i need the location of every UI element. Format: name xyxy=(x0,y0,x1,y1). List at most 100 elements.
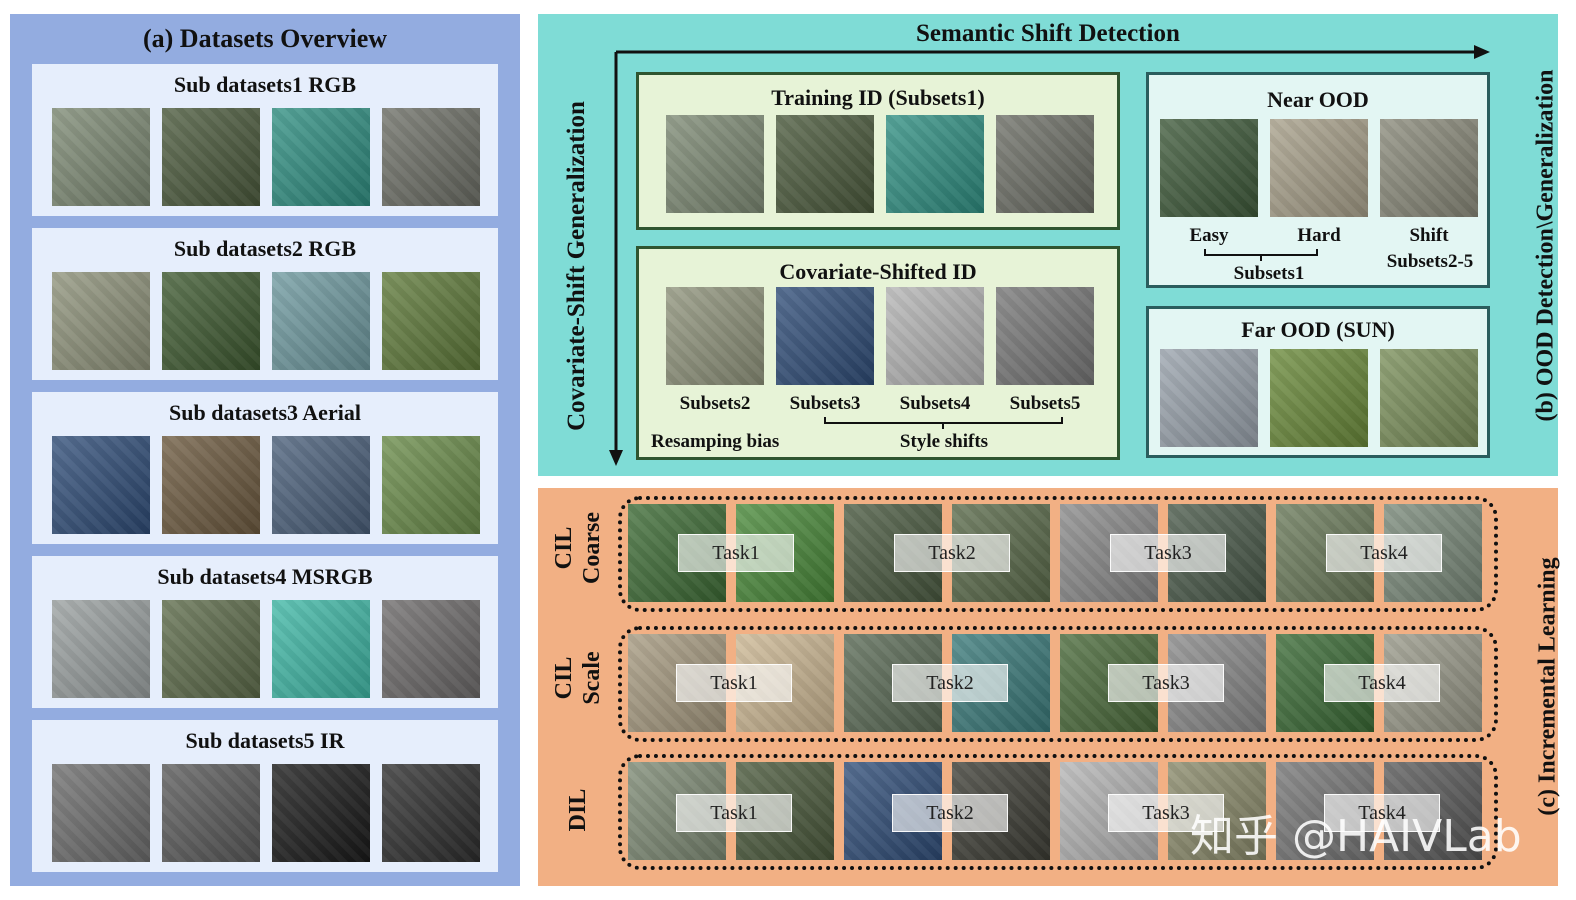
far-ood-box: Far OOD (SUN) xyxy=(1146,306,1490,458)
subset1-image-2 xyxy=(162,108,260,206)
covariate-image-3 xyxy=(886,287,984,385)
axis-arrows xyxy=(609,45,1490,466)
subset3-image-2 xyxy=(162,436,260,534)
style-shift-bracket xyxy=(824,417,1063,429)
covariate-axis-arrowhead xyxy=(609,450,623,466)
subset4-image-3 xyxy=(272,600,370,698)
near-ood-image-hard xyxy=(1270,119,1368,217)
hard-label: Hard xyxy=(1297,225,1341,246)
row3-task1-label: Task1 xyxy=(676,794,792,832)
covariate-image-4 xyxy=(996,287,1094,385)
row1-task1-label: Task1 xyxy=(678,534,794,572)
training-image-4 xyxy=(996,115,1094,213)
subset-box-4: Sub datasets4 MSRGB xyxy=(32,556,498,708)
subset5-image-3 xyxy=(272,764,370,862)
subset4-image-4 xyxy=(382,600,480,698)
row3-label: DIL xyxy=(564,768,592,852)
row3-label-a: DIL xyxy=(565,788,591,832)
far-ood-title: Far OOD (SUN) xyxy=(1241,317,1395,342)
incremental-learning-panel: (c) Incremental Learning CIL Coarse Task… xyxy=(538,488,1561,886)
training-id-title: Training ID (Subsets1) xyxy=(771,85,985,110)
subset-box-2: Sub datasets2 RGB xyxy=(32,228,498,380)
near-ood-bracket xyxy=(1204,249,1318,261)
near-ood-image-shift xyxy=(1380,119,1478,217)
subset1-image-3 xyxy=(272,108,370,206)
panel-a-title: (a) Datasets Overview xyxy=(142,24,388,53)
style-shifts-label: Style shifts xyxy=(899,431,989,452)
row2-task4-label: Task4 xyxy=(1324,664,1440,702)
ood-panel: Semantic Shift Detection Covariate-Shift… xyxy=(538,14,1559,476)
covariate-image-2 xyxy=(776,287,874,385)
row2-label: CIL Scale xyxy=(550,636,606,720)
row2-task3-label: Task3 xyxy=(1108,664,1224,702)
covariate-shifted-box: Covariate-Shifted ID Subsets2 Subsets3 S… xyxy=(636,246,1120,460)
subset-title-4: Sub datasets4 MSRGB xyxy=(157,564,373,589)
subsets2-label: Subsets2 xyxy=(679,393,751,414)
training-id-box: Training ID (Subsets1) xyxy=(636,72,1120,230)
near-ood-image-easy xyxy=(1160,119,1258,217)
subset3-image-3 xyxy=(272,436,370,534)
subset1-image-4 xyxy=(382,108,480,206)
near-ood-box: Near OOD Easy Hard Shift Subsets1 Subset… xyxy=(1146,72,1490,288)
far-ood-image-2 xyxy=(1270,349,1368,447)
subset2-image-2 xyxy=(162,272,260,370)
subset5-image-2 xyxy=(162,764,260,862)
training-image-3 xyxy=(886,115,984,213)
row1-task3-label: Task3 xyxy=(1110,534,1226,572)
subset3-image-1 xyxy=(52,436,150,534)
subset-title-5: Sub datasets5 IR xyxy=(185,728,345,753)
row3-task4-label: Task4 xyxy=(1324,794,1440,832)
subset3-image-4 xyxy=(382,436,480,534)
shift-label: Shift xyxy=(1409,225,1449,246)
subset5-image-1 xyxy=(52,764,150,862)
far-ood-image-3 xyxy=(1380,349,1478,447)
near-ood-title: Near OOD xyxy=(1267,87,1369,112)
row1-label-a: CIL xyxy=(551,526,577,570)
row1-label-b: Coarse xyxy=(579,512,605,584)
subset-box-5: Sub datasets5 IR xyxy=(32,720,498,872)
subset2-image-3 xyxy=(272,272,370,370)
subset2-image-4 xyxy=(382,272,480,370)
covariate-image-1 xyxy=(666,287,764,385)
subset-title-3: Sub datasets3 Aerial xyxy=(169,400,361,425)
row2-label-a: CIL xyxy=(551,656,577,700)
subset4-image-2 xyxy=(162,600,260,698)
covariate-shifted-title: Covariate-Shifted ID xyxy=(779,259,977,284)
subset-box-1: Sub datasets1 RGB xyxy=(32,64,498,216)
subset1-image-1 xyxy=(52,108,150,206)
training-image-2 xyxy=(776,115,874,213)
row1-label: CIL Coarse xyxy=(550,506,606,590)
near-subsets25-label: Subsets2-5 xyxy=(1386,251,1474,272)
subset-title-2: Sub datasets2 RGB xyxy=(173,236,357,261)
cil-scale-row xyxy=(618,626,1498,742)
row1-task2-label: Task2 xyxy=(894,534,1010,572)
watermark: 知乎 @HAIVLab xyxy=(1190,811,1522,862)
subsets4-label: Subsets4 xyxy=(899,393,971,414)
cil-coarse-row xyxy=(618,496,1498,612)
row2-task2-label: Task2 xyxy=(892,664,1008,702)
subset4-image-1 xyxy=(52,600,150,698)
incremental-learning-label: (c) Incremental Learning xyxy=(1534,557,1561,816)
subset-box-3: Sub datasets3 Aerial xyxy=(32,392,498,544)
resampling-bias-label: Resamping bias xyxy=(651,431,780,452)
ood-panel-label: (b) OOD Detection\Generalization xyxy=(1532,69,1559,422)
easy-label: Easy xyxy=(1189,225,1229,246)
row1-image-2 xyxy=(736,504,834,602)
subset-title-1: Sub datasets1 RGB xyxy=(173,72,357,97)
row1-task4-label: Task4 xyxy=(1326,534,1442,572)
far-ood-image-1 xyxy=(1160,349,1258,447)
near-subsets1-label: Subsets1 xyxy=(1233,263,1305,284)
training-image-1 xyxy=(666,115,764,213)
row2-label-b: Scale xyxy=(579,651,605,705)
subsets3-label: Subsets3 xyxy=(789,393,861,414)
semantic-axis-arrowhead xyxy=(1474,45,1490,59)
row2-task1-label: Task1 xyxy=(676,664,792,702)
subset5-image-4 xyxy=(382,764,480,862)
row3-task2-label: Task2 xyxy=(892,794,1008,832)
datasets-overview-panel: (a) Datasets Overview Sub datasets1 RGB … xyxy=(10,14,520,886)
semantic-shift-title: Semantic Shift Detection xyxy=(916,20,1180,47)
row3-task3-label: Task3 xyxy=(1108,794,1224,832)
subsets5-label: Subsets5 xyxy=(1009,393,1081,414)
subset2-image-1 xyxy=(52,272,150,370)
dil-row xyxy=(618,754,1498,870)
